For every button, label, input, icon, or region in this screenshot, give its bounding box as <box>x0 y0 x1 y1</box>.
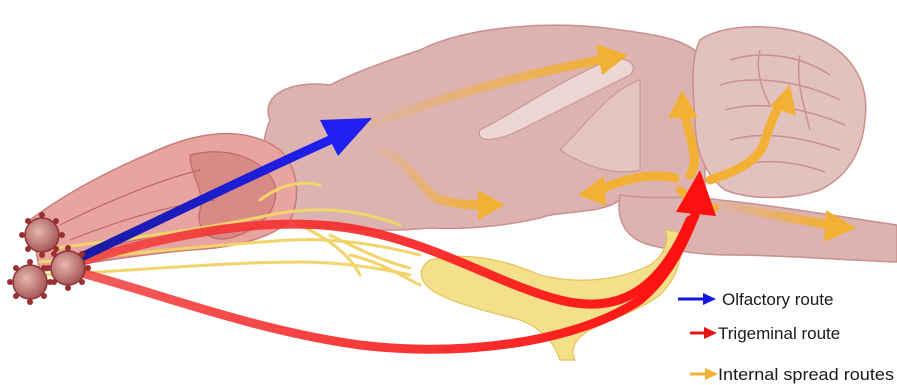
legend-item-internal: Internal spread routes <box>690 365 894 384</box>
virus-particle-icon <box>19 212 65 258</box>
legend-label-olfactory: Olfactory route <box>722 290 834 309</box>
arrow-right-icon <box>703 293 716 305</box>
brainstem <box>619 195 897 262</box>
legend: Olfactory route Trigeminal route Interna… <box>678 290 894 384</box>
arrow-right-icon <box>705 368 718 380</box>
legend-item-olfactory: Olfactory route <box>678 290 834 309</box>
legend-label-trigeminal: Trigeminal route <box>718 324 840 343</box>
legend-label-internal: Internal spread routes <box>718 365 894 384</box>
virus-particle-icon <box>45 245 91 291</box>
legend-item-trigeminal: Trigeminal route <box>690 324 840 343</box>
arrow-right-icon <box>704 327 717 339</box>
